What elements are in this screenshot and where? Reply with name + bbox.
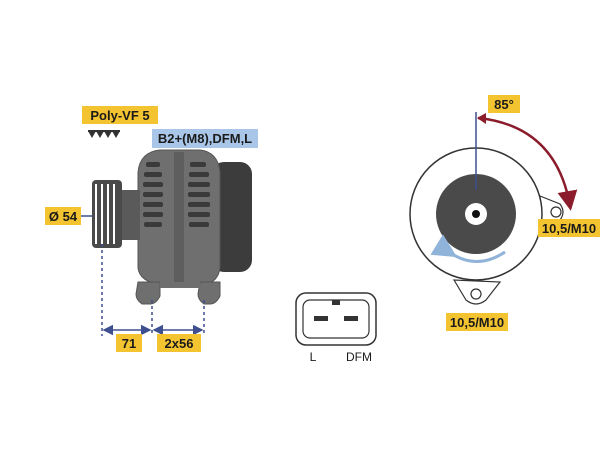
connector-label-dfm: DFM	[346, 350, 372, 364]
angle-arc	[477, 116, 578, 211]
mount-hole-bottom	[470, 288, 482, 300]
belt-type-label: Poly-VF 5	[82, 106, 158, 124]
connector-plug	[295, 292, 377, 346]
mount-spacing-label: 2x56	[157, 334, 201, 352]
terminal-text: B2+(M8),DFM,L	[158, 131, 252, 146]
pulley-diameter-text: Ø 54	[49, 209, 78, 224]
hub-center	[472, 210, 480, 218]
pulley-grooves	[95, 184, 115, 244]
mount-foot-front	[135, 281, 161, 305]
mount-hole-right	[550, 206, 562, 218]
ear-right-text: 10,5/M10	[542, 221, 596, 236]
dimension-lines	[101, 244, 205, 336]
terminal-label: B2+(M8),DFM,L	[152, 129, 258, 148]
connector-label-l: L	[310, 350, 317, 364]
angle-label: 85°	[488, 95, 520, 113]
rear-housing	[212, 162, 252, 272]
offset-text: 71	[122, 336, 136, 351]
ear-bottom-label: 10,5/M10	[446, 313, 508, 331]
ear-right-label: 10,5/M10	[538, 219, 600, 237]
cooling-slots-rear	[188, 162, 210, 227]
alternator-front-view	[409, 112, 578, 305]
belt-type-text: Poly-VF 5	[90, 108, 149, 123]
housing-divider	[174, 152, 184, 282]
cooling-slots-front	[143, 162, 163, 227]
connector-pin-l	[314, 316, 328, 321]
belt-profile-icon	[88, 130, 120, 138]
mount-spacing-text: 2x56	[165, 336, 194, 351]
rotation-arrow	[430, 234, 506, 263]
alternator-side-view	[92, 149, 252, 305]
mount-foot-rear	[197, 281, 221, 305]
mount-bridge	[160, 282, 200, 288]
angle-text: 85°	[494, 97, 514, 112]
angle-arc-start-head	[477, 113, 486, 124]
ear-bottom-text: 10,5/M10	[450, 315, 504, 330]
offset-dimension-label: 71	[116, 334, 142, 352]
connector-pin-dfm	[344, 316, 358, 321]
shaft-neck	[120, 190, 140, 240]
pulley-diameter-label: Ø 54	[45, 207, 81, 225]
